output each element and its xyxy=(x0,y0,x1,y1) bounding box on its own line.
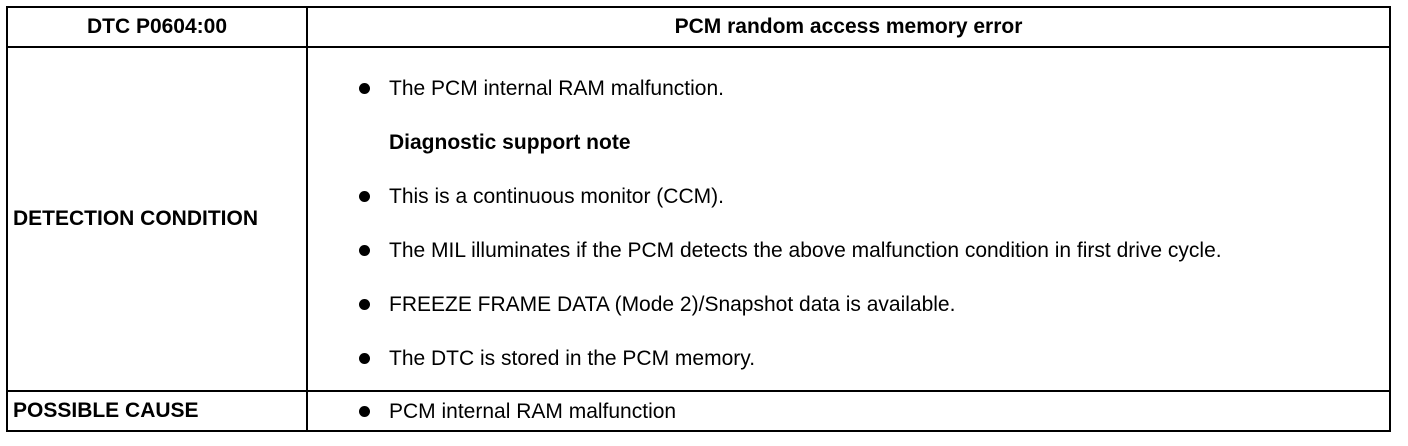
support-note-title: Diagnostic support note xyxy=(389,130,631,154)
bullet-icon xyxy=(359,352,370,364)
bullet-icon xyxy=(359,190,370,202)
dtc-code: DTC P0604:00 xyxy=(6,6,308,48)
note-text: The MIL illuminates if the PCM detects t… xyxy=(389,238,1222,262)
list-item: FREEZE FRAME DATA (Mode 2)/Snapshot data… xyxy=(356,290,1369,319)
detection-label: DETECTION CONDITION xyxy=(6,46,308,392)
detection-cell: The PCM internal RAM malfunction. Diagno… xyxy=(306,46,1391,392)
note-text: The DTC is stored in the PCM memory. xyxy=(389,346,756,370)
list-item: This is a continuous monitor (CCM). xyxy=(356,182,1369,211)
dtc-description: PCM random access memory error xyxy=(306,6,1391,48)
detection-condition-text: The PCM internal RAM malfunction. xyxy=(389,76,724,100)
possible-cause-label: POSSIBLE CAUSE xyxy=(6,390,308,432)
detection-row: DETECTION CONDITION The PCM internal RAM… xyxy=(6,46,1391,392)
list-item: The PCM internal RAM malfunction. xyxy=(356,74,1369,103)
note-text: This is a continuous monitor (CCM). xyxy=(389,184,724,208)
possible-cause-cell: PCM internal RAM malfunction xyxy=(306,390,1391,432)
note-text: FREEZE FRAME DATA (Mode 2)/Snapshot data… xyxy=(389,292,956,316)
list-item: The DTC is stored in the PCM memory. xyxy=(356,344,1369,373)
list-item: The MIL illuminates if the PCM detects t… xyxy=(356,236,1369,265)
detection-content: The PCM internal RAM malfunction. Diagno… xyxy=(308,66,1389,373)
bullet-icon xyxy=(359,298,370,310)
cause-text: PCM internal RAM malfunction xyxy=(389,399,677,423)
bullet-icon xyxy=(359,405,370,417)
dtc-table: DTC P0604:00 PCM random access memory er… xyxy=(6,6,1391,432)
bullet-icon xyxy=(359,82,370,94)
header-row: DTC P0604:00 PCM random access memory er… xyxy=(6,6,1391,48)
possible-cause-row: POSSIBLE CAUSE PCM internal RAM malfunct… xyxy=(6,390,1391,432)
bullet-icon xyxy=(359,244,370,256)
list-item: PCM internal RAM malfunction xyxy=(356,397,1369,426)
possible-cause-content: PCM internal RAM malfunction xyxy=(308,397,1389,426)
